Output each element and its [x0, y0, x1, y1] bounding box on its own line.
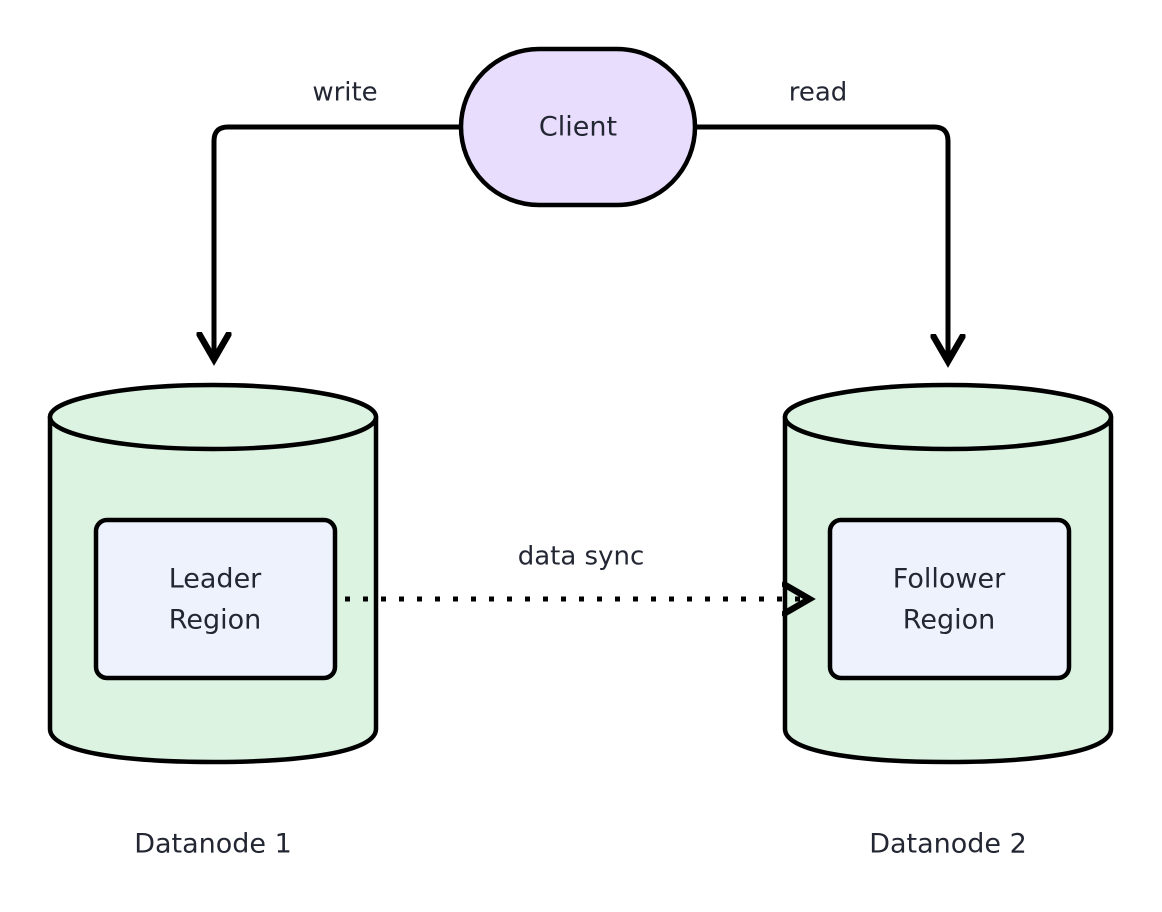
- node-datanode2[interactable]: Follower Region Datanode 2: [782, 382, 1114, 860]
- edge-read: read: [696, 78, 948, 361]
- leader-region-label-line1: Leader: [169, 564, 262, 595]
- follower-region-label-line1: Follower: [893, 564, 1006, 595]
- datanode1-cylinder-top: [47, 382, 379, 452]
- edge-write-path: [214, 124, 460, 358]
- edge-data-sync: data sync: [345, 542, 808, 600]
- edge-read-label: read: [789, 78, 848, 108]
- node-datanode1[interactable]: Leader Region Datanode 1: [47, 382, 379, 860]
- node-client[interactable]: Client: [458, 46, 698, 208]
- edge-write: write: [214, 78, 460, 359]
- follower-region-label-line2: Region: [903, 605, 995, 636]
- client-stadium-shape: [458, 46, 698, 208]
- client-label: Client: [539, 112, 617, 143]
- edge-read-path: [696, 124, 948, 360]
- leader-region-label-line2: Region: [169, 605, 261, 636]
- datanode2-region[interactable]: Follower Region: [827, 517, 1072, 681]
- datanode2-cylinder-top: [782, 382, 1114, 452]
- leader-region-box: [93, 517, 338, 681]
- datanode1-caption: Datanode 1: [134, 829, 292, 860]
- edge-data-sync-label: data sync: [518, 542, 645, 572]
- edge-write-label: write: [312, 78, 377, 108]
- datanode2-caption: Datanode 2: [869, 829, 1027, 860]
- datanode1-region[interactable]: Leader Region: [93, 517, 338, 681]
- follower-region-box: [827, 517, 1072, 681]
